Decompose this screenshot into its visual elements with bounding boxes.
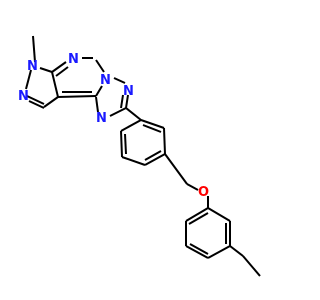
bond-ph-ch2	[164, 153, 188, 185]
atom-n-triazole-bottom: N	[96, 111, 107, 126]
bond-ph3-double	[144, 150, 162, 161]
bond-nbridge-ntop	[113, 77, 126, 84]
atom-n-bridge: N	[100, 73, 111, 88]
atom-o-ether: O	[198, 185, 209, 200]
bond-c7a-n	[51, 61, 67, 73]
bond-ntop-c2	[125, 94, 129, 109]
bond-ep1	[185, 207, 209, 222]
bond-ethyl-2	[242, 255, 261, 277]
bond-ep4	[207, 245, 231, 259]
molecule-structure: N N N N N N O	[18, 35, 261, 277]
atom-n-methyl: N	[27, 59, 38, 74]
bond-ch2-o	[186, 183, 199, 191]
bond-c7a-n-double	[55, 66, 69, 77]
atom-n-pyrazole: N	[18, 89, 29, 104]
bond-nbottom-c9a	[95, 96, 99, 113]
bond-layer	[25, 35, 261, 277]
bond-n2-c3	[28, 100, 45, 109]
atom-label-layer: N N N N N N O	[18, 52, 209, 200]
bond-ph5-double	[124, 133, 127, 155]
bond-ep1-double	[188, 212, 209, 225]
bond-nbridge-c9a	[95, 85, 103, 97]
bond-ntop-c2-double	[120, 94, 124, 109]
atom-n-triazole-top: N	[123, 84, 134, 99]
bond-ph4	[121, 156, 146, 166]
bond-c2-nbottom	[109, 107, 127, 117]
bond-ep6	[207, 207, 231, 222]
bond-c3a-c7a	[51, 71, 59, 98]
bond-ph5	[120, 130, 123, 158]
bond-methyl	[32, 35, 36, 63]
bond-ph1-double	[142, 124, 162, 133]
bond-c3-c3a	[43, 96, 59, 108]
bond-ph1	[140, 119, 165, 129]
bond-c5-nbridge	[95, 59, 105, 73]
bond-c7a-n1	[39, 67, 53, 73]
bond-ph6	[120, 119, 142, 132]
bond-n1-n2	[25, 69, 32, 90]
bond-ph2	[163, 127, 166, 155]
bond-ep3	[185, 245, 209, 259]
bond-ph3	[144, 153, 166, 166]
bond-ep3-double	[189, 243, 209, 255]
bond-ethyl-1	[229, 245, 244, 257]
bond-n2-c3-double	[26, 95, 45, 105]
bond-c2-phenyl	[125, 107, 142, 121]
bond-c9a-c3a	[57, 95, 97, 98]
atom-n-pyrimidine: N	[68, 52, 79, 67]
